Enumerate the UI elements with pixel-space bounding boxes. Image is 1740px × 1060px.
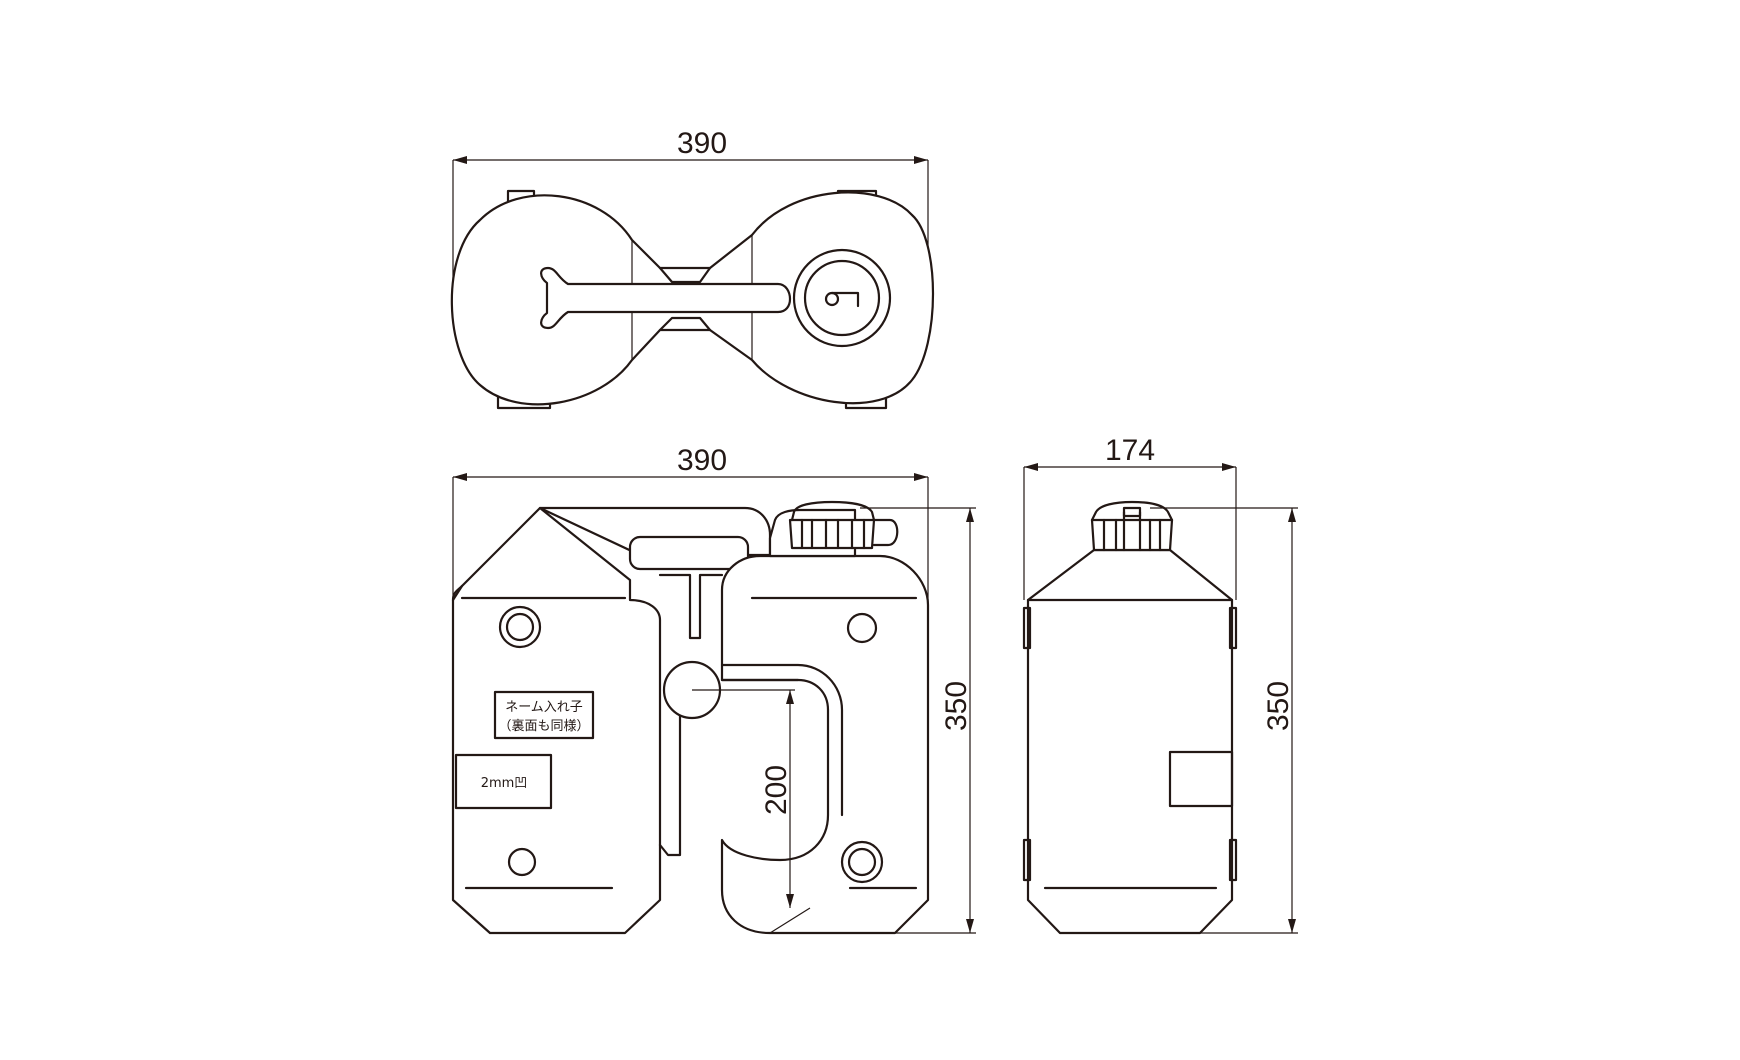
side-width-label: 174 [1105, 434, 1155, 467]
side-body [1026, 548, 1234, 935]
name-holder-line2: （裏面も同様） [498, 719, 589, 734]
front-view: 390 350 [451, 444, 976, 935]
name-holder: ネーム入れ子 （裏面も同様） [493, 690, 595, 740]
side-height-label: 350 [1262, 681, 1295, 731]
boss-bottom-left [507, 847, 537, 877]
side-view: 174 350 [1022, 434, 1298, 935]
top-cap-outer [792, 248, 892, 348]
side-cap [1090, 500, 1174, 552]
front-width-label: 390 [677, 444, 727, 477]
top-view: 390 [450, 127, 935, 410]
top-handle-slot [540, 266, 792, 330]
top-width-dimension: 390 [452, 127, 929, 305]
front-height-label: 350 [940, 681, 973, 731]
front-cap [788, 500, 899, 550]
side-height-dimension: 350 [1100, 507, 1298, 934]
front-height-dimension: 350 [810, 507, 976, 934]
handle-grip [628, 535, 750, 571]
boss-bottom-right [840, 840, 884, 884]
boss-top-right [846, 612, 878, 644]
recess-label-box: 2mm凹 [454, 753, 553, 810]
front-width-dimension: 390 [452, 444, 929, 600]
side-recess [1168, 750, 1234, 808]
inner-height-label: 200 [760, 765, 793, 815]
recess-label: 2mm凹 [481, 776, 528, 791]
boss-top-left [498, 605, 542, 649]
side-width-dimension: 174 [1023, 434, 1237, 600]
inner-height-dimension: 200 [692, 689, 811, 934]
name-holder-line1: ネーム入れ子 [505, 700, 583, 715]
right-tank [720, 554, 930, 935]
top-width-label: 390 [677, 127, 727, 160]
